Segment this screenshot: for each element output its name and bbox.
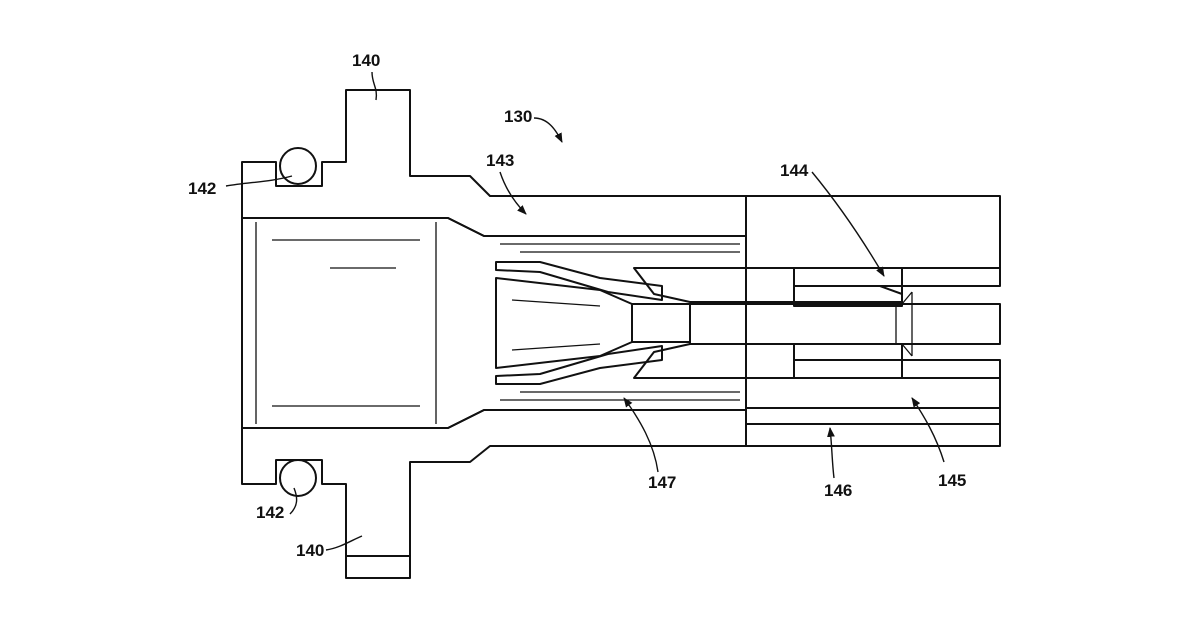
leader-144 xyxy=(812,172,884,276)
leader-143 xyxy=(500,172,526,214)
insert-144-strip xyxy=(794,268,1000,286)
insert-tip xyxy=(632,304,690,342)
label-130: 130 xyxy=(504,107,532,126)
leader-140-top xyxy=(372,72,376,100)
oring-bottom xyxy=(280,460,316,496)
leader-142-bottom xyxy=(290,488,297,514)
collet-body xyxy=(496,278,632,368)
bottom-flange-cap xyxy=(346,556,410,578)
leader-146 xyxy=(830,428,834,478)
collet-inner-line xyxy=(512,300,600,306)
label-140-bottom: 140 xyxy=(296,541,324,560)
sleeve-145 xyxy=(746,378,1000,408)
insert-bore xyxy=(690,304,1000,344)
label-145: 145 xyxy=(938,471,966,490)
label-146: 146 xyxy=(824,481,852,500)
label-143: 143 xyxy=(486,151,514,170)
collet-inner-line xyxy=(512,344,600,350)
insert-lower-strip xyxy=(794,360,1000,378)
tube-146 xyxy=(746,424,1000,446)
insert-bore-chamfer xyxy=(902,344,912,356)
leader-142-top xyxy=(226,176,292,186)
leader-140-bottom xyxy=(326,536,362,550)
insert-bore-chamfer xyxy=(902,292,912,304)
label-142-bottom: 142 xyxy=(256,503,284,522)
housing-bore xyxy=(242,218,746,428)
insert-144-band-lower xyxy=(794,344,902,360)
label-144: 144 xyxy=(780,161,809,180)
sleeve-gap xyxy=(746,408,1000,424)
label-140-top: 140 xyxy=(352,51,380,70)
oring-top xyxy=(280,148,316,184)
leader-130 xyxy=(534,118,562,142)
label-142-top: 142 xyxy=(188,179,216,198)
label-147: 147 xyxy=(648,473,676,492)
